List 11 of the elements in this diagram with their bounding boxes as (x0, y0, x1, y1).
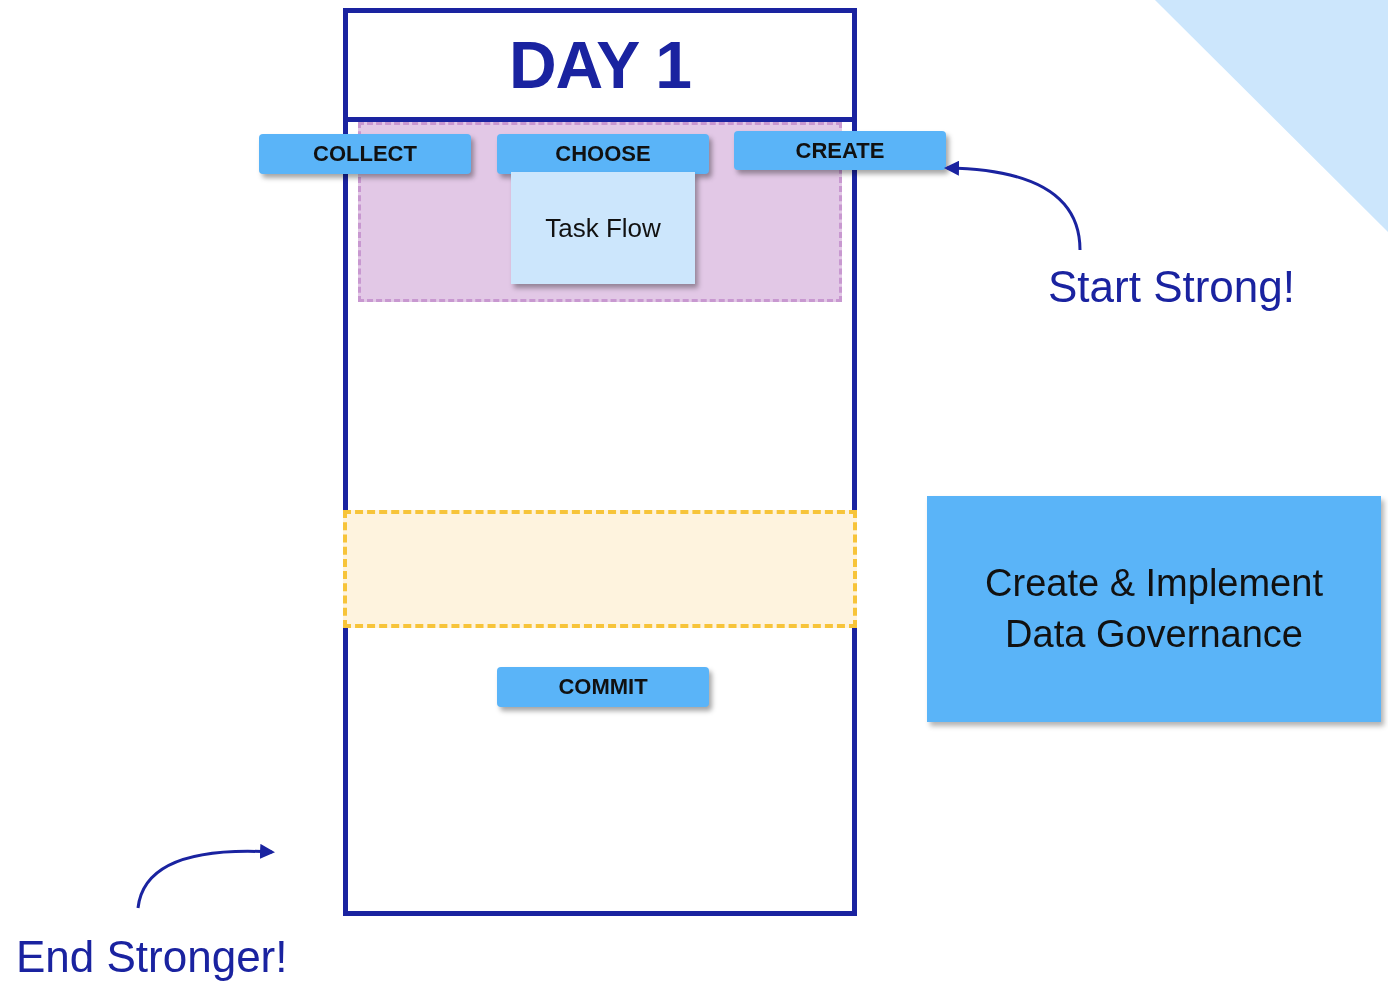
dashed-region (343, 510, 857, 628)
step-label: COMMIT (497, 667, 709, 707)
curved-arrow (136, 844, 275, 909)
callout-text: End Stronger! (16, 932, 298, 982)
step-label: CHOOSE (497, 134, 709, 174)
callout-text: Start Strong! (1048, 260, 1310, 314)
governance-box: Create & Implement Data Governance (927, 496, 1381, 722)
curved-arrow (944, 161, 1082, 251)
step-label: CREATE (734, 131, 946, 170)
task-card: Task Flow (511, 172, 695, 284)
step-label: COLLECT (259, 134, 471, 174)
